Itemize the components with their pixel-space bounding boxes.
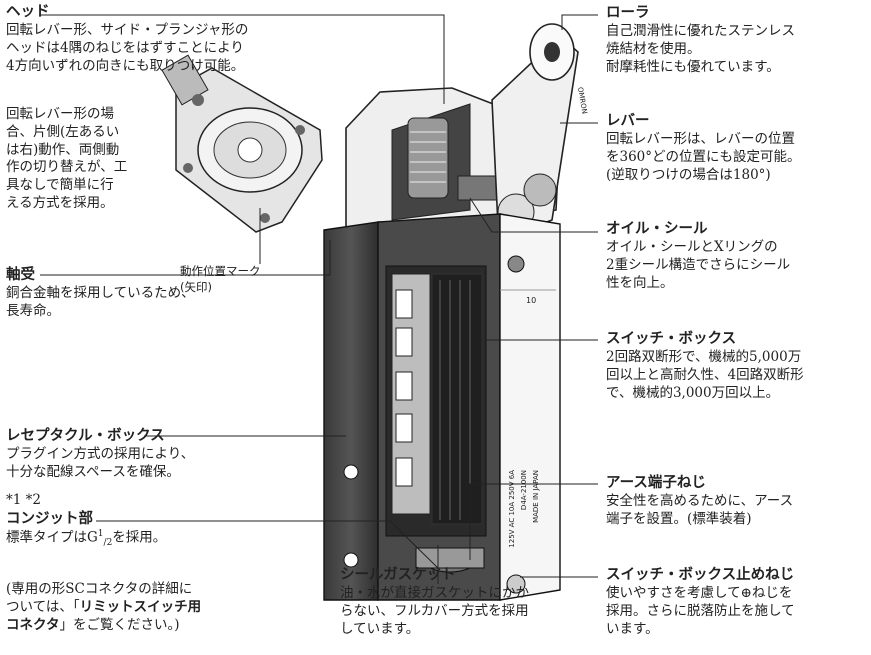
mark-line-2: (矢印)	[180, 279, 212, 294]
earth-screw	[506, 574, 526, 594]
note-line-2: ついては、「リミットスイッチ用	[6, 599, 201, 617]
callout-connector-note: (専用の形SCコネクタの詳細に ついては、「リミットスイッチ用 コネクタ」をご覧…	[6, 581, 201, 634]
callout-conduit: *1 *2 コンジット部 標準タイプはG1/2を採用。	[6, 492, 166, 550]
stopscrew-line-1: 使いやすさを考慮して⊕ねじを	[606, 585, 793, 602]
connector-link-part-b[interactable]: コネクタ	[6, 616, 60, 633]
roller-line-1: 自己潤滑性に優れたステンレス	[606, 23, 795, 40]
note-line-1: (専用の形SCコネクタの詳細に	[6, 581, 193, 597]
lever-line-2: を360°どの位置にも設定可能。	[606, 148, 801, 165]
callout-oilseal: オイル・シール オイル・シールとXリングの 2重シール構造でさらにシール 性を向…	[606, 220, 790, 293]
conduit-title: コンジット部	[6, 510, 93, 527]
main-body	[323, 213, 561, 601]
note-line-3: コネクタ」をご覧ください。)	[6, 617, 201, 635]
receptacle-line-2: 十分な配線スペースを確保。	[6, 463, 180, 480]
lever-line-3: (逆取りつけの場合は180°)	[606, 166, 771, 183]
stopscrew-line-3: います。	[606, 620, 659, 637]
callout-rotary: 回転レバー形の場 合、片側(左あるい は右)動作、両側動 作の切り替えが、工 具…	[6, 106, 127, 213]
rotary-line-1: 回転レバー形の場	[6, 106, 114, 122]
earth-title: アース端子ねじ	[606, 475, 706, 491]
rotary-line-3: は右)動作、両側動	[6, 141, 120, 158]
device-plate-number: 10	[526, 296, 537, 305]
conduit-line-1: 標準タイプはG1/2を採用。	[6, 529, 166, 550]
rotary-line-6: える方式を採用。	[6, 195, 114, 212]
device-rating: 125V AC 10A 250V 6A	[508, 470, 516, 548]
device-model: D4A-2100N	[520, 470, 528, 511]
connector-link-part-a[interactable]: リミットスイッチ用	[79, 598, 202, 615]
oilseal-line-3: 性を向上。	[606, 274, 674, 291]
head-line-3: 4方向いずれの向きにも取りつけ可能。	[6, 57, 245, 74]
receptacle-line-1: プラグイン方式の採用により、	[6, 446, 195, 463]
callout-stopscrew: スイッチ・ボックス止めねじ 使いやすさを考慮して⊕ねじを 採用。さらに脱落防止を…	[606, 566, 795, 639]
oilseal-line-1: オイル・シールとXリングの	[606, 239, 778, 256]
switchbox-line-1: 2回路双断形で、機械的5,000万	[606, 349, 802, 366]
receptacle-title: レセプタクル・ボックス	[6, 428, 165, 444]
switchbox-line-2: 回以上と高耐久性、4回路双断形	[606, 366, 804, 383]
head-title: ヘッド	[6, 4, 50, 20]
lever-line-1: 回転レバー形は、レバーの位置	[606, 131, 795, 148]
head-line-1: 回転レバー形、サイド・プランジャ形の	[6, 22, 249, 39]
callout-switchbox: スイッチ・ボックス 2回路双断形で、機械的5,000万 回以上と高耐久性、4回路…	[606, 330, 804, 403]
oilseal-line-2: 2重シール構造でさらにシール	[606, 256, 791, 273]
roller-line-3: 耐摩耗性にも優れています。	[606, 58, 780, 75]
bearing-line-2: 長寿命。	[6, 302, 60, 319]
callout-roller: ローラ 自己潤滑性に優れたステンレス 焼結材を使用。 耐摩耗性にも優れています。	[606, 4, 795, 77]
switchbox-title: スイッチ・ボックス	[606, 331, 737, 347]
conduit-line-1-suffix: を採用。	[112, 529, 167, 546]
note-line-3-end: 」をご覧ください。)	[59, 616, 180, 633]
conduit-line-1-sup: 1	[97, 528, 104, 539]
gasket-title: シールガスケット	[340, 567, 456, 583]
earth-line-1: 安全性を高めるために、アース	[606, 493, 794, 510]
callout-receptacle: レセプタクル・ボックス プラグイン方式の採用により、 十分な配線スペースを確保。	[6, 427, 194, 482]
callout-gasket: シールガスケット 油・水が直接ガスケットにかか らない、フルカバー方式を採用 し…	[340, 566, 529, 639]
gasket-line-2: らない、フルカバー方式を採用	[340, 602, 529, 619]
gasket-line-1: 油・水が直接ガスケットにかか	[340, 585, 529, 602]
lever-title: レバー	[606, 113, 650, 129]
rotary-head-inset	[161, 54, 323, 233]
oilseal-title: オイル・シール	[606, 221, 708, 237]
roller-line-2: 焼結材を使用。	[606, 40, 701, 57]
callout-lever: レバー 回転レバー形は、レバーの位置 を360°どの位置にも設定可能。 (逆取り…	[606, 112, 801, 185]
device-origin: MADE IN JAPAN	[532, 470, 540, 523]
callout-bearing: 軸受 銅合金軸を採用しているため、 長寿命。	[6, 266, 195, 321]
rotary-line-2: 合、片側(左あるい	[6, 123, 120, 140]
callout-earth: アース端子ねじ 安全性を高めるために、アース 端子を設置。(標準装着)	[606, 474, 793, 529]
bearing-line-1: 銅合金軸を採用しているため、	[6, 285, 195, 302]
stopscrew-line-2: 採用。さらに脱落防止を施して	[606, 602, 795, 619]
note-line-2-text: ついては、「	[6, 598, 80, 615]
earth-line-2: 端子を設置。(標準装着)	[606, 510, 752, 527]
rotary-line-5: 具なしで簡単に行	[6, 177, 114, 194]
switchbox-line-3: で、機械的3,000万回以上。	[606, 384, 780, 401]
stopscrew-title: スイッチ・ボックス止めねじ	[606, 567, 795, 583]
conduit-refs: *1 *2	[6, 492, 41, 508]
conduit-line-1-sub: /2	[103, 538, 113, 549]
roller	[529, 23, 575, 81]
head-line-2: ヘッドは4隅のねじをはずすことにより	[6, 39, 244, 56]
callout-mark: 動作位置マーク (矢印)	[180, 264, 261, 295]
callout-head: ヘッド 回転レバー形、サイド・プランジャ形の ヘッドは4隅のねじをはずすことによ…	[6, 3, 248, 76]
conduit-line-1-prefix: 標準タイプはG	[6, 529, 98, 546]
gasket-line-3: しています。	[340, 620, 420, 637]
roller-title: ローラ	[606, 5, 650, 21]
rotary-line-4: 作の切り替えが、工	[6, 159, 128, 176]
mark-line-1: 動作位置マーク	[180, 264, 261, 278]
bearing-title: 軸受	[6, 267, 35, 283]
